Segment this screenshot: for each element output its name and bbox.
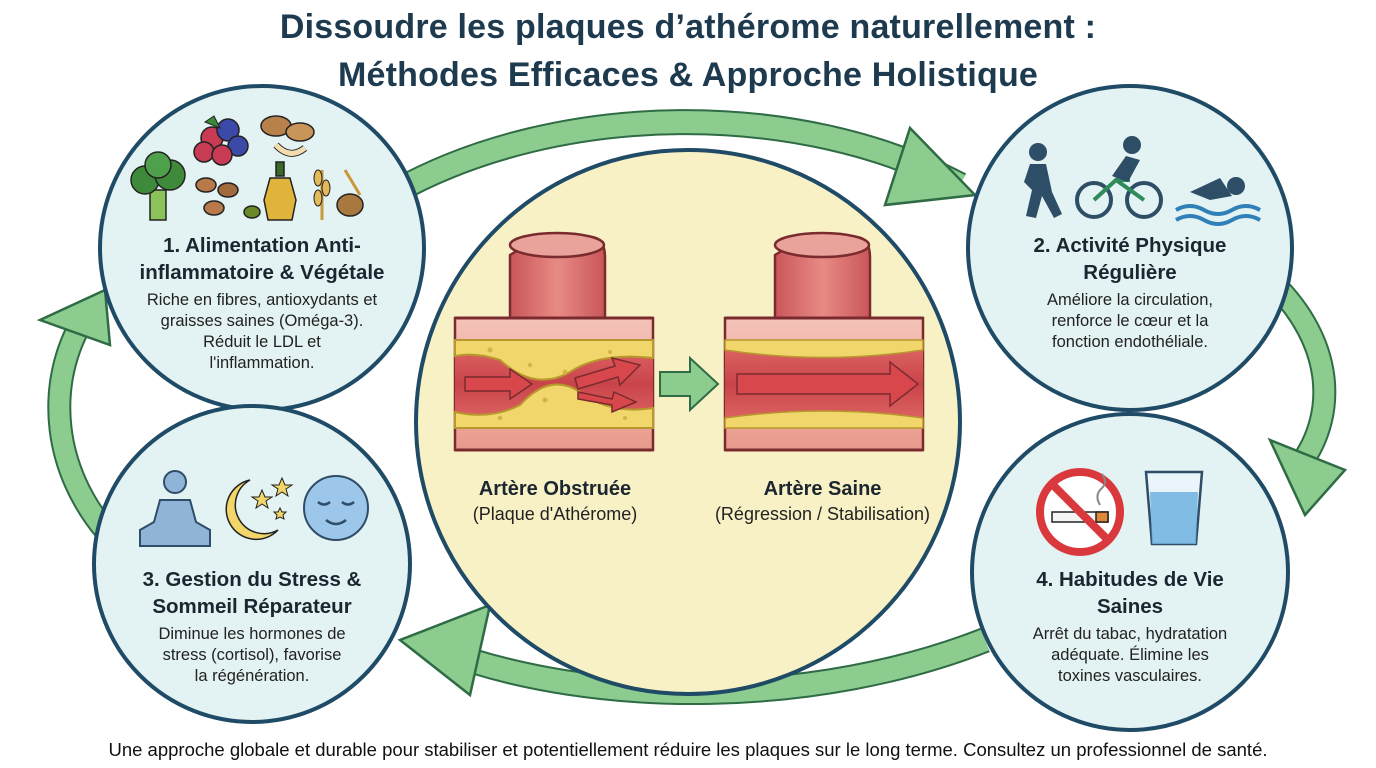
obstructed-artery-label: Artère Obstruée: [478, 478, 632, 500]
method-4-desc-line3: toxines vasculaires.: [1058, 667, 1202, 685]
method-3-heading-line1: 3. Gestion du Stress &: [142, 568, 362, 591]
method-3-heading-line2: Sommeil Réparateur: [152, 595, 352, 618]
walking-person-icon: [1024, 143, 1062, 218]
healthy-artery-sublabel: (Régression / Stabilisation): [714, 504, 931, 524]
method-3-text: 3. Gestion du Stress & Sommeil Réparateu…: [102, 566, 402, 687]
method-2-heading-line2: Régulière: [1083, 261, 1177, 284]
obstructed-artery-illustration: [453, 231, 655, 452]
method-2-desc-line3: fonction endothéliale.: [1052, 333, 1208, 351]
healthy-artery-illustration: [723, 231, 925, 452]
method-3-desc-line2: stress (cortisol), favorise: [162, 646, 342, 664]
meditation-person-icon: [139, 470, 211, 547]
cycle-arrow-top: [388, 109, 978, 207]
method-4-text: 4. Habitudes de Vie Saines Arrêt du taba…: [985, 566, 1275, 687]
method-3-desc-line3: la régénération.: [194, 667, 310, 685]
olive-oil-icon: [243, 161, 297, 221]
calm-face-icon: [303, 475, 369, 541]
method-1-desc-line4: l'inflammation.: [209, 354, 315, 372]
method-1-text: 1. Alimentation Anti- inflammatoire & Vé…: [112, 232, 412, 374]
footer-note: Une approche globale et durable pour sta…: [108, 739, 1268, 760]
obstructed-artery-caption: Artère Obstruée (Plaque d'Athérome): [440, 476, 670, 526]
main-title-line2: Méthodes Efficaces & Approche Holistique: [337, 56, 1039, 94]
method-4-desc-line1: Arrêt du tabac, hydratation: [1032, 625, 1228, 643]
method-4-heading-line2: Saines: [1096, 595, 1164, 618]
method-1-heading-line1: 1. Alimentation Anti-: [163, 234, 361, 257]
cycle-arrow-right: [1266, 276, 1348, 518]
method-4-desc-line2: adéquate. Élimine les: [1051, 646, 1209, 664]
obstructed-artery-sublabel: (Plaque d'Athérome): [472, 504, 638, 524]
method-1-heading-line2: inflammatoire & Végétale: [139, 261, 385, 284]
broccoli-icon: [130, 151, 186, 221]
method-2-desc-line1: Améliore la circulation,: [1047, 291, 1213, 309]
method-1-desc-line2: graisses saines (Oméga-3).: [160, 312, 364, 330]
method-circle-2: [966, 84, 1294, 412]
cycling-person-icon: [1075, 136, 1163, 219]
method-2-text: 2. Activité Physique Régulière Améliore …: [990, 232, 1270, 353]
method-4-heading-line1: 4. Habitudes de Vie: [1036, 568, 1224, 591]
method-2-description: Améliore la circulation, renforce le cœu…: [990, 290, 1270, 353]
swimming-person-icon: [1175, 177, 1261, 226]
healthy-artery-label: Artère Saine: [763, 478, 882, 500]
almonds-icon: [195, 177, 239, 216]
nuts-icon: [260, 115, 315, 157]
healthy-artery-caption: Artère Saine (Régression / Stabilisation…: [680, 476, 965, 526]
method-4-description: Arrêt du tabac, hydratation adéquate. Él…: [985, 624, 1275, 687]
transition-arrow: [659, 355, 720, 413]
method-2-heading-line1: 2. Activité Physique: [1033, 234, 1227, 257]
main-title-line1: Dissoudre les plaques d’athérome naturel…: [279, 8, 1097, 46]
moon-stars-icon: [225, 476, 294, 541]
berries-icon: [193, 115, 249, 166]
method-3-desc-line1: Diminue les hormones de: [158, 625, 346, 643]
method-1-description: Riche en fibres, antioxydants et graisse…: [112, 290, 412, 374]
method-1-desc-line1: Riche en fibres, antioxydants et: [146, 291, 378, 309]
method-2-desc-line2: renforce le cœur et la: [1051, 312, 1209, 330]
cycle-arrow-left: [36, 288, 115, 538]
grains-icon: [313, 169, 364, 220]
water-glass-icon: [1144, 470, 1204, 546]
method-1-desc-line3: Réduit le LDL et: [203, 333, 321, 351]
no-smoking-icon: [1036, 468, 1124, 556]
method-3-description: Diminue les hormones de stress (cortisol…: [102, 624, 402, 687]
